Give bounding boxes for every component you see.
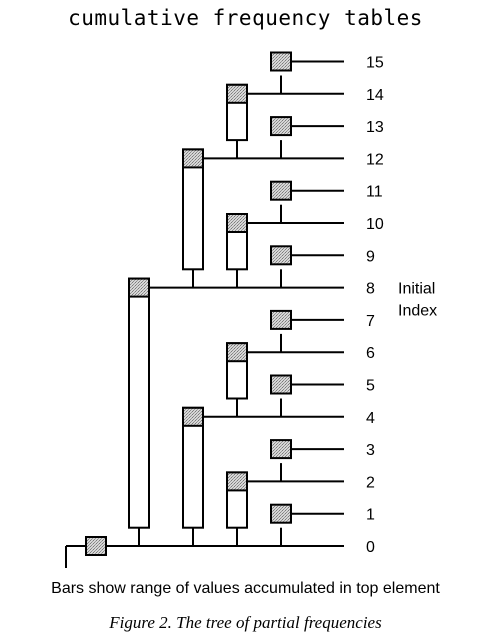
index-label-0: 0 [366,539,375,556]
index-label-10: 10 [366,216,384,233]
initial-index-label-line1: Initial [398,281,435,298]
index-label-9: 9 [366,248,375,265]
index-label-4: 4 [366,410,375,427]
diagram-caption: Bars show range of values accumulated in… [51,580,440,597]
node-box-5 [270,374,292,395]
node-box-12 [182,148,204,169]
node-box-11 [270,180,292,201]
node-box-1 [270,503,292,524]
index-label-15: 15 [366,55,384,72]
node-box-2 [226,471,248,492]
node-box-6 [226,342,248,363]
node-box-13 [270,116,292,137]
index-label-8: 8 [366,281,375,298]
initial-index-label-line2: Index [398,303,437,320]
node-box-10 [226,213,248,233]
range-bar-8 [128,277,150,529]
index-label-11: 11 [366,184,383,201]
figure-caption: Figure 2. The tree of partial frequencie… [109,613,382,632]
index-label-12: 12 [366,151,384,168]
page-title: cumulative frequency tables [68,6,423,30]
node-box-14 [226,83,248,104]
index-label-13: 13 [366,119,384,136]
node-box-7 [270,309,292,330]
index-label-14: 14 [366,87,384,104]
node-box-8 [128,277,150,298]
index-label-3: 3 [366,442,375,459]
node-box-15 [270,51,292,72]
index-label-7: 7 [366,313,375,330]
index-label-5: 5 [366,378,375,395]
node-box-0 [85,536,107,556]
index-label-1: 1 [366,507,375,524]
index-label-2: 2 [366,474,375,491]
node-box-3 [270,439,292,460]
node-box-4 [182,406,204,427]
index-label-6: 6 [366,345,375,362]
node-box-9 [270,245,292,266]
